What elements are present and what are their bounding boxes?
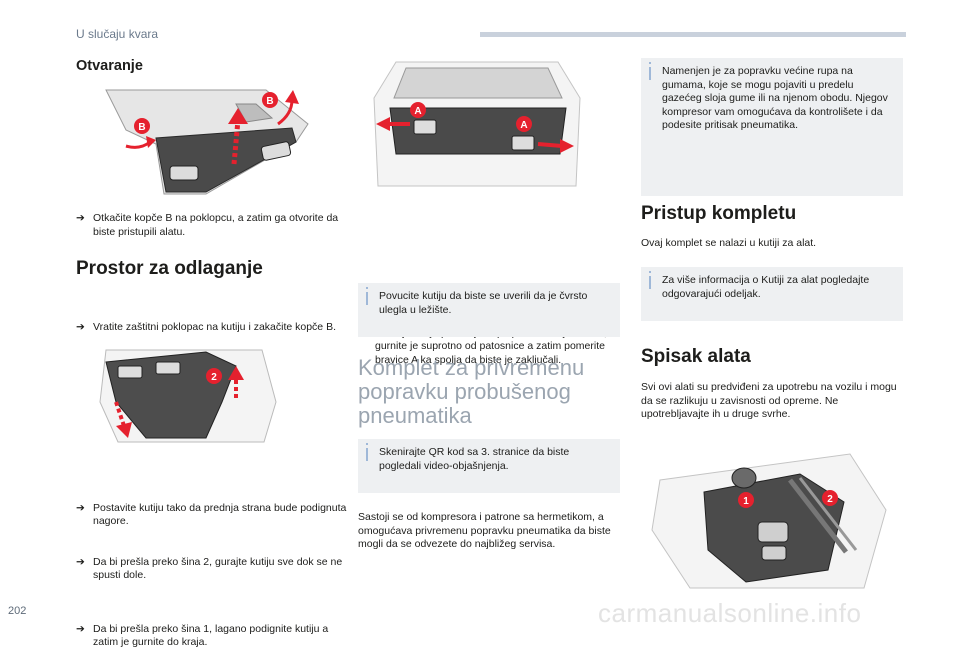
section-header: U slučaju kvara [76, 27, 159, 41]
storage-bullet: ➔ Vratite zaštitni poklopac na kutiju i … [76, 321, 336, 333]
watermark-text: carmanualsonline.info [598, 598, 862, 628]
rails-2-bullet: ➔ Da bi prešla preko šina 2, gurajte kut… [76, 555, 343, 582]
tools-list-title: Spisak alata [641, 346, 751, 367]
opening-bullet: ➔ Otkačite kopče B na poklopcu, a zatim … [76, 212, 339, 238]
opening-title: Otvaranje [76, 58, 143, 74]
bullet-arrow-icon: ➔ [76, 622, 85, 635]
storage-title: Prostor za odlaganje [76, 258, 263, 279]
fig2-label-2: 2 [211, 372, 217, 383]
figure-toolbox-storage: 2 [99, 349, 277, 443]
info-icon [649, 62, 651, 80]
figure-toolbox-opening: B B [105, 89, 309, 195]
header-bar [480, 32, 906, 37]
fig3-label-a2: A [520, 120, 527, 131]
fig3-label-a1: A [414, 106, 421, 117]
bullet-arrow-icon: ➔ [76, 555, 85, 568]
info-icon [649, 271, 651, 289]
fig4-label-2: 2 [827, 494, 833, 505]
page-number: 202 [8, 605, 27, 617]
access-text: Ovaj komplet se nalazi u kutiji za alat. [641, 237, 817, 249]
kit-title: Komplet za privremenu popravku probušeno… [358, 355, 585, 428]
note-qr-code: Skenirajte QR kod sa 3. stranice da bist… [358, 439, 620, 493]
figure-toolbox-latches: A A [373, 61, 581, 187]
info-icon [366, 287, 368, 305]
fig4-callout-2 [822, 490, 838, 506]
fig1-label-b2: B [138, 122, 145, 133]
fig1-label-b1: B [266, 96, 273, 107]
note-kit-purpose: Namenjen je za popravku većine rupa na g… [641, 58, 903, 196]
fig3-callout-a1 [410, 102, 426, 118]
access-title: Pristup kompletu [641, 203, 797, 224]
bullet-arrow-icon: ➔ [76, 321, 85, 333]
note-toolbox-reference: Za više informacija o Kutiji za alat pog… [641, 267, 903, 321]
fig4-label-1: 1 [743, 496, 749, 507]
fig4-callout-1 [738, 492, 754, 508]
tools-list-text: Svi ovi alati su predviđeni za upotrebu … [641, 381, 897, 420]
fig2-callout-2 [206, 368, 222, 384]
position-bullet: ➔ Postavite kutiju tako da prednja stran… [76, 501, 347, 528]
figure-tool-kit: 1 2 [651, 453, 887, 589]
rails-1-bullet: ➔ Da bi prešla preko šina 1, lagano podi… [76, 622, 329, 649]
kit-description: Sastoji se od kompresora i patrone sa he… [358, 511, 611, 550]
info-icon [366, 443, 368, 461]
bullet-arrow-icon: ➔ [76, 212, 85, 224]
fig3-callout-a2 [516, 116, 532, 132]
note-check-seated: Povucite kutiju da biste se uverili da j… [358, 283, 620, 337]
bullet-arrow-icon: ➔ [76, 501, 85, 514]
fig1-callout-b2 [134, 118, 150, 134]
fig1-callout-b1 [262, 92, 278, 108]
